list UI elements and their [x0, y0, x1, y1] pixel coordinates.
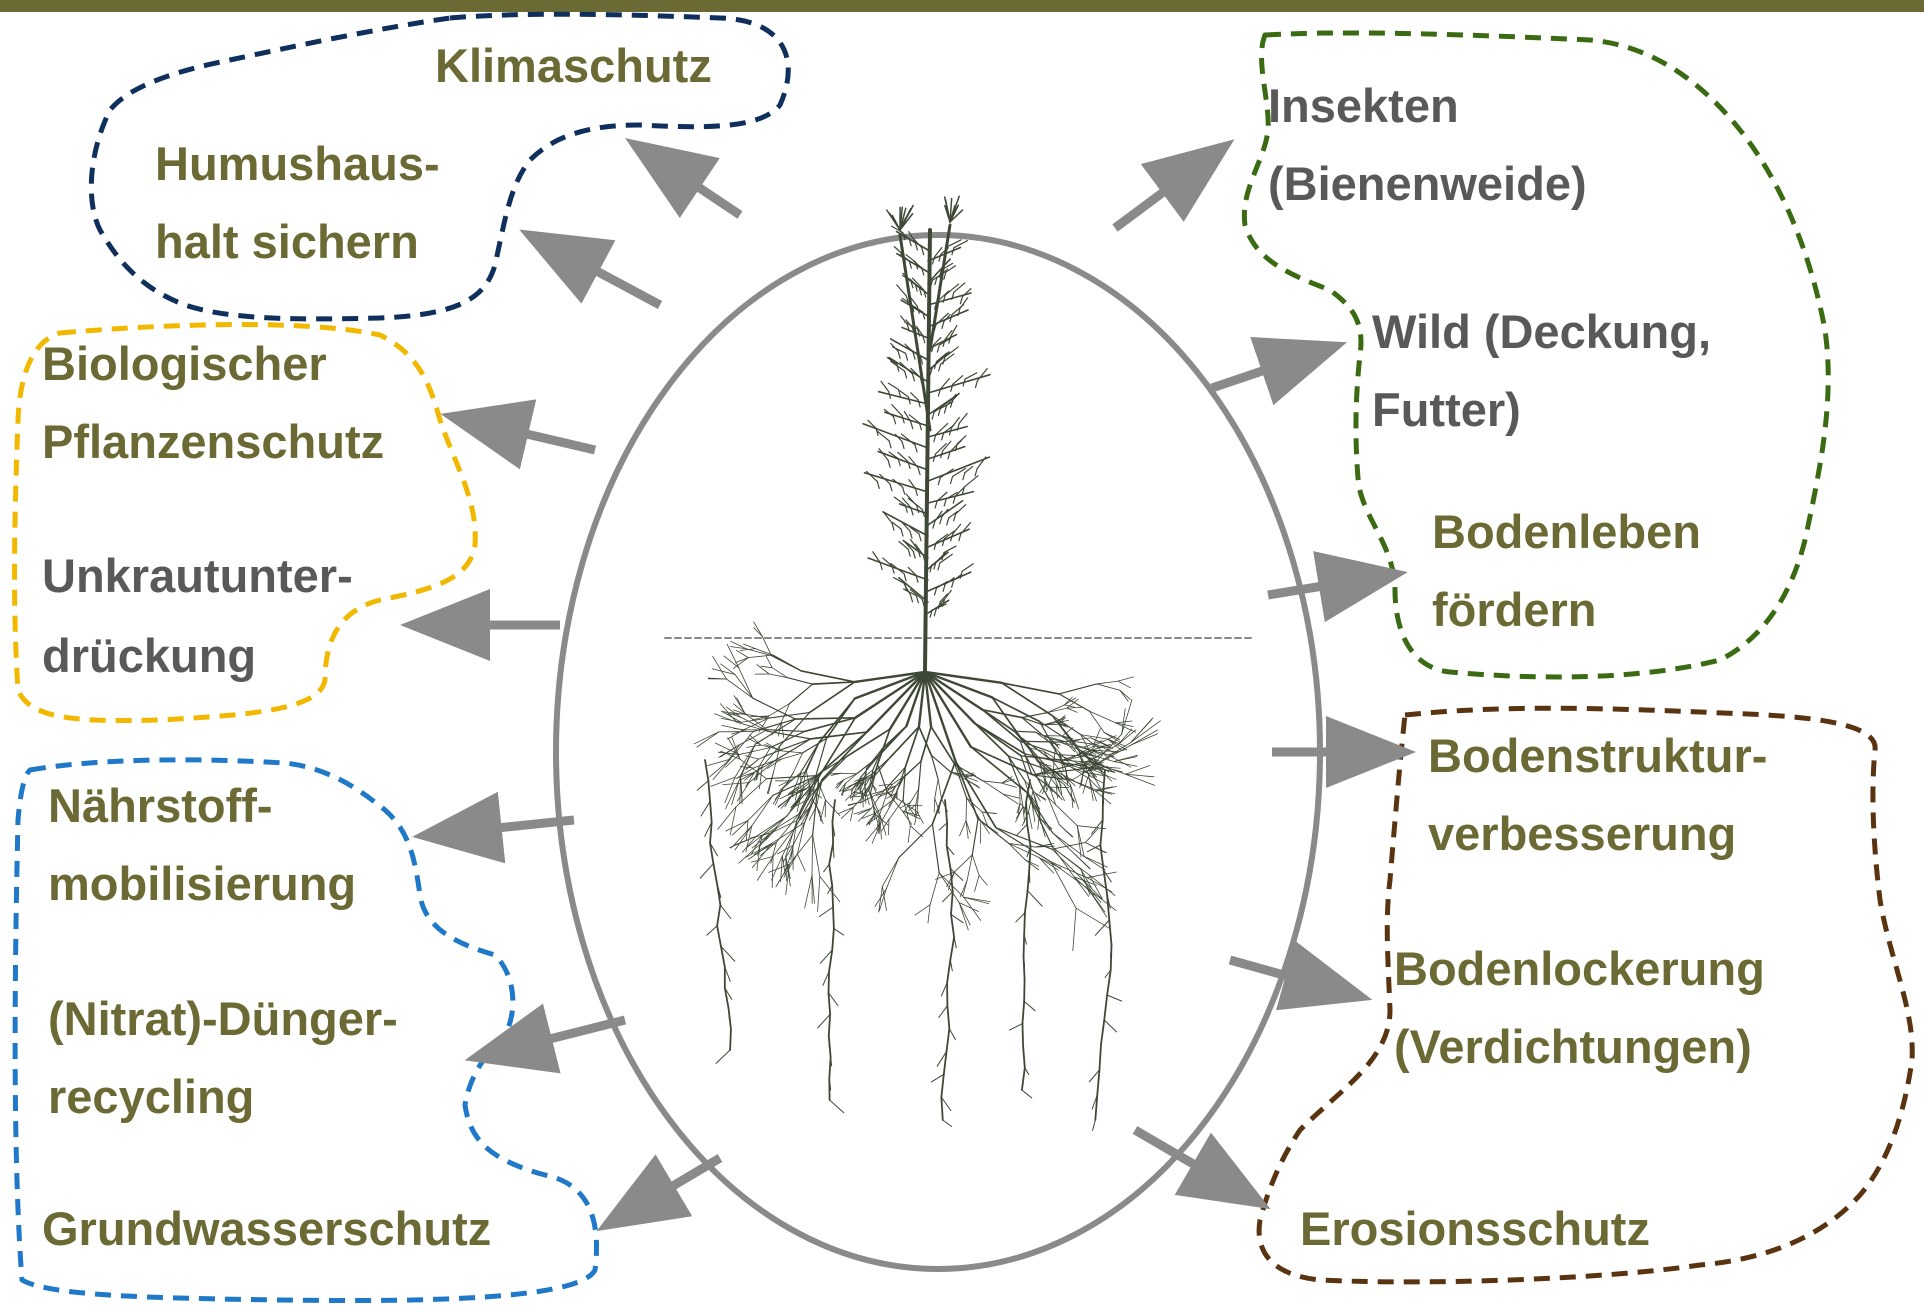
group-outline-soil: [1259, 708, 1912, 1282]
plant-stroke: [1024, 935, 1025, 957]
plant-stroke: [832, 821, 833, 842]
plant-stroke: [1111, 945, 1112, 970]
arrow-grundwasser: [612, 1158, 720, 1222]
label-klimaschutz: Klimaschutz: [435, 39, 712, 92]
label-grundwasser: Grundwasserschutz: [42, 1202, 491, 1255]
arrow-insekten: [1115, 150, 1220, 228]
label-bodenleben: Bodenleben fördern: [1432, 505, 1714, 636]
arrow-wild: [1212, 348, 1330, 388]
label-wild: Wild (Deckung, Futter): [1372, 305, 1724, 436]
label-insekten: Insekten (Bienenweide): [1268, 79, 1587, 210]
arrow-humus: [535, 238, 660, 305]
plant-stroke: [1026, 802, 1027, 824]
label-unkraut: Unkrautunter- drückung: [42, 549, 366, 682]
plant-stroke: [833, 907, 834, 928]
plant-stroke: [832, 886, 833, 907]
label-humus: Humushaus- halt sichern: [155, 137, 453, 268]
label-erosion: Erosionsschutz: [1300, 1202, 1650, 1255]
plant-stroke: [966, 798, 967, 821]
plant-stroke: [1022, 1024, 1023, 1046]
plant-stroke: [915, 805, 916, 816]
arrow-naehrstoff: [430, 820, 574, 835]
plant-stroke: [730, 1029, 731, 1050]
label-nitrat: (Nitrat)-Dünger- recycling: [48, 992, 411, 1123]
plant-stroke: [1029, 846, 1030, 868]
arrow-bio-pflanzenschutz: [458, 418, 595, 450]
label-bio-pflanzenschutz: Biologischer Pflanzenschutz: [42, 337, 384, 468]
label-naehrstoff: Nährstoff- mobilisierung: [48, 779, 356, 910]
plant-stroke: [829, 971, 830, 992]
arrow-klimaschutz: [640, 148, 740, 215]
plant-stroke: [934, 798, 935, 812]
plant-stroke: [1024, 913, 1025, 935]
label-bodenlockerung: Bodenlockerung (Verdichtungen): [1394, 942, 1778, 1073]
plant-stroke: [1024, 957, 1025, 979]
label-bodenstruktur: Bodenstruktur- verbesserung: [1428, 729, 1781, 860]
